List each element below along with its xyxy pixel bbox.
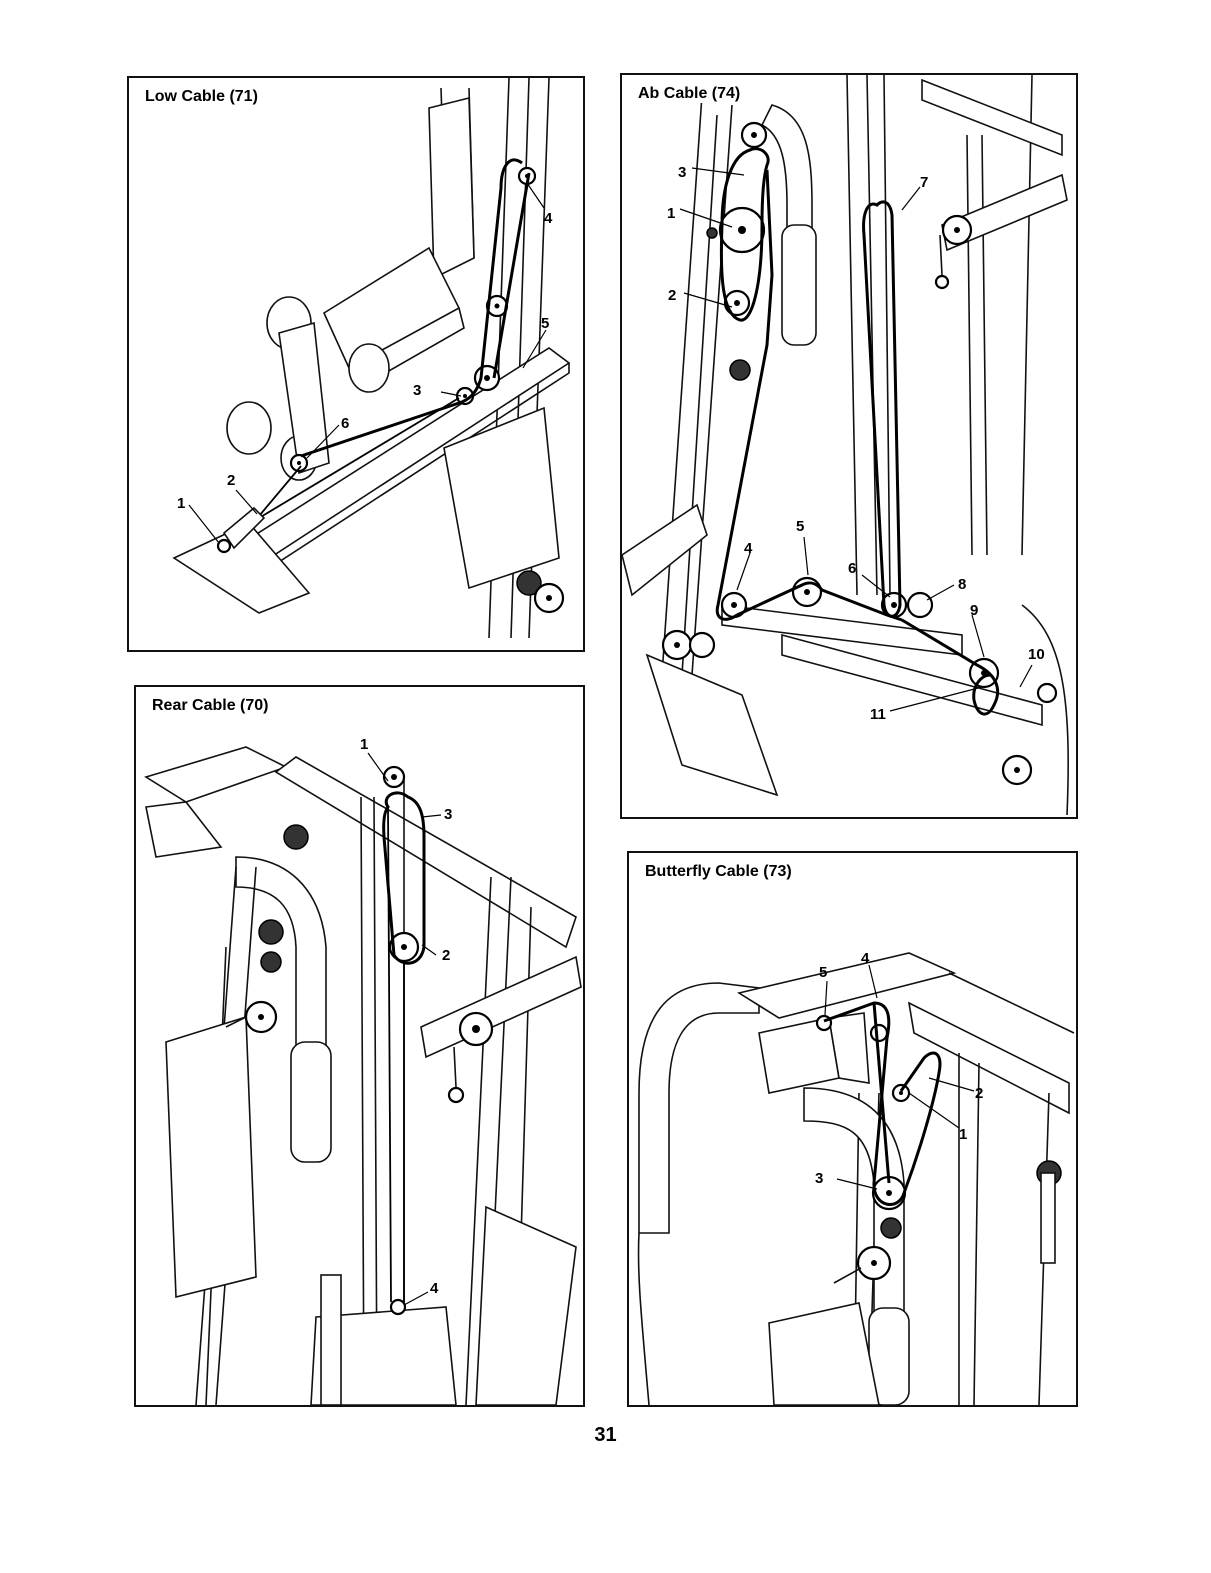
ab-cable-callout-4: 4 xyxy=(744,540,753,557)
ab-cable-callout-8: 8 xyxy=(958,576,966,593)
low-cable-callout-1: 1 xyxy=(177,495,185,512)
low-cable-callout-5: 5 xyxy=(541,315,549,332)
low-cable-diagram: 1 2 3 4 5 6 xyxy=(129,78,583,650)
ab-cable-callout-10: 10 xyxy=(1028,646,1045,663)
page-number: 31 xyxy=(0,1424,1211,1447)
rear-cable-callout-2: 2 xyxy=(442,947,450,964)
low-cable-callout-6: 6 xyxy=(341,415,349,432)
butterfly-cable-title: Butterfly Cable (73) xyxy=(645,863,792,881)
butterfly-cable-diagram: 1 2 3 4 5 xyxy=(629,853,1076,1405)
ab-cable-callout-3: 3 xyxy=(678,164,686,181)
ab-cable-callout-9: 9 xyxy=(970,602,978,619)
ab-cable-title: Ab Cable (74) xyxy=(638,85,740,103)
ab-cable-callout-6: 6 xyxy=(848,560,856,577)
low-cable-callout-4: 4 xyxy=(544,210,553,227)
ab-cable-callout-2: 2 xyxy=(668,287,676,304)
rear-cable-callout-1: 1 xyxy=(360,736,368,753)
rear-cable-diagram: 1 2 3 4 xyxy=(136,687,583,1405)
rear-cable-panel: Rear Cable (70) xyxy=(134,685,585,1407)
butterfly-cable-callout-3: 3 xyxy=(815,1170,823,1187)
rear-cable-callout-4: 4 xyxy=(430,1280,439,1297)
ab-cable-callout-11: 11 xyxy=(870,706,886,723)
butterfly-cable-callout-2: 2 xyxy=(975,1085,983,1102)
low-cable-callout-3: 3 xyxy=(413,382,421,399)
butterfly-cable-callout-1: 1 xyxy=(959,1126,967,1143)
ab-cable-callout-5: 5 xyxy=(796,518,804,535)
ab-cable-callout-7: 7 xyxy=(920,174,928,191)
low-cable-title: Low Cable (71) xyxy=(145,88,258,106)
rear-cable-title: Rear Cable (70) xyxy=(152,697,269,715)
butterfly-cable-panel: Butterfly Cable (73) xyxy=(627,851,1078,1407)
butterfly-cable-callout-4: 4 xyxy=(861,950,870,967)
rear-cable-callout-3: 3 xyxy=(444,806,452,823)
low-cable-callout-2: 2 xyxy=(227,472,235,489)
butterfly-cable-callout-5: 5 xyxy=(819,964,827,981)
ab-cable-callout-1: 1 xyxy=(667,205,675,222)
ab-cable-diagram: 1 2 3 4 5 6 7 8 9 10 11 xyxy=(622,75,1076,817)
low-cable-panel: Low Cable (71) xyxy=(127,76,585,652)
ab-cable-panel: Ab Cable (74) xyxy=(620,73,1078,819)
